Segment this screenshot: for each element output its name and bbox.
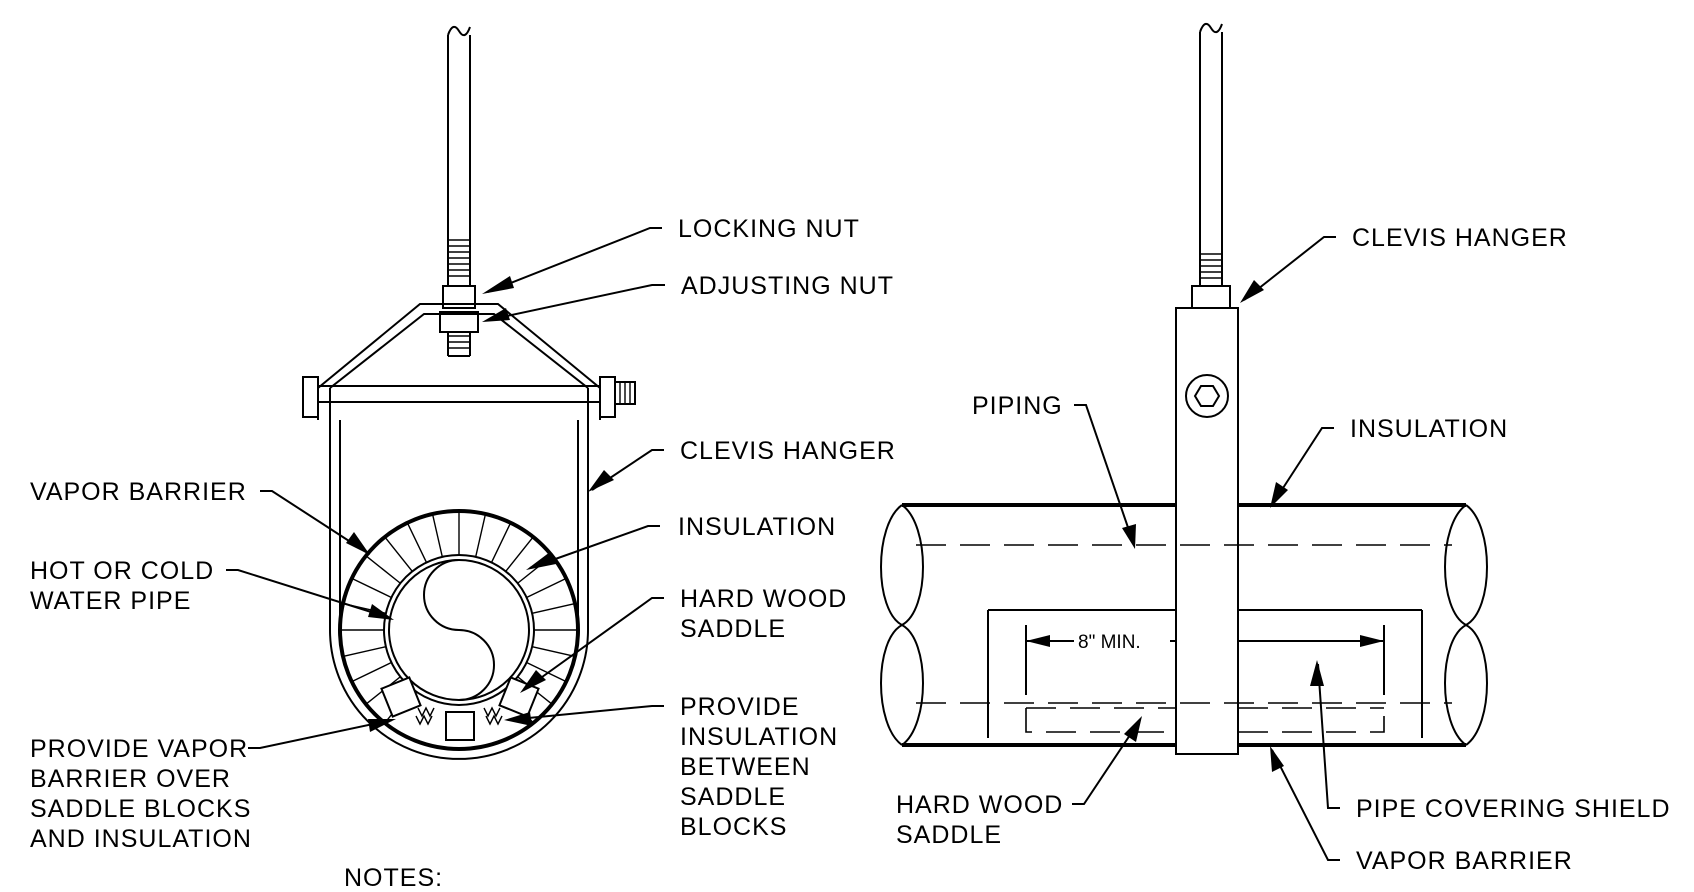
label-saddle-blocks: SADDLE BLOCKS <box>30 795 251 823</box>
label-hard-wood-right: HARD WOOD <box>896 791 1063 819</box>
hard-wood-saddle-hidden <box>1025 707 1385 733</box>
label-vapor-barrier-right: VAPOR BARRIER <box>1356 847 1573 875</box>
label-dimension: 8" MIN. <box>1078 632 1141 653</box>
left-leaders <box>226 227 665 749</box>
insulation-segment-line <box>351 661 392 683</box>
right-text-labels: CLEVIS HANGER PIPING INSULATION 8" MIN. … <box>896 224 1671 875</box>
hex-bolt <box>1185 374 1229 418</box>
left-text-labels: LOCKING NUT ADJUSTING NUT CLEVIS HANGER … <box>30 215 896 853</box>
saddle-blocks <box>380 676 540 741</box>
water-pipe <box>388 559 530 701</box>
label-saddle-right: SADDLE <box>896 821 1002 849</box>
insulation-segment-line <box>365 555 401 584</box>
label-hard-wood: HARD WOOD <box>680 585 847 613</box>
locking-nut <box>442 285 476 309</box>
insulation-segment-line <box>351 577 392 599</box>
label-and-insulation: AND INSULATION <box>30 825 252 853</box>
insulation-segment-line <box>475 513 487 558</box>
insulation-segment-line <box>526 661 567 683</box>
pipe-covering-shield <box>987 609 1423 738</box>
label-piping: PIPING <box>972 392 1063 420</box>
label-clevis-hanger-right: CLEVIS HANGER <box>1352 224 1568 252</box>
cross-bolt <box>302 376 636 418</box>
label-water-pipe: WATER PIPE <box>30 587 191 615</box>
insulated-pipe <box>880 503 1488 747</box>
dimension-8in-min <box>1025 625 1385 695</box>
label-blocks: BLOCKS <box>680 813 787 841</box>
left-section-view <box>302 25 636 760</box>
insulation-segment-line <box>342 646 387 658</box>
clevis-strap-right <box>1175 307 1239 755</box>
label-barrier-over: BARRIER OVER <box>30 765 231 793</box>
label-pipe-covering-shield: PIPE COVERING SHIELD <box>1356 795 1671 823</box>
hanger-rod <box>447 25 471 357</box>
notes-title: NOTES: <box>344 864 443 892</box>
adjusting-nut <box>439 311 479 333</box>
label-adjusting-nut: ADJUSTING NUT <box>681 272 894 300</box>
insulation-segment-line <box>406 522 428 563</box>
insulation-segment-line <box>531 602 576 614</box>
label-insulation-2: INSULATION <box>680 723 838 751</box>
insulation-segment-line <box>531 646 576 658</box>
insulation-segment-line <box>526 577 567 599</box>
label-provide-vapor: PROVIDE VAPOR <box>30 735 248 763</box>
label-locking-nut: LOCKING NUT <box>678 215 860 243</box>
label-hot-or-cold: HOT OR COLD <box>30 557 214 585</box>
label-saddle: SADDLE <box>680 615 786 643</box>
insulation-segment-line <box>505 536 534 572</box>
right-leaders <box>1072 236 1340 861</box>
label-provide: PROVIDE <box>680 693 800 721</box>
label-clevis-hanger: CLEVIS HANGER <box>680 437 896 465</box>
label-saddle-2: SADDLE <box>680 783 786 811</box>
label-insulation-right: INSULATION <box>1350 415 1508 443</box>
right-elevation-view <box>880 22 1488 755</box>
insulation-segment-line <box>384 536 413 572</box>
label-insulation: INSULATION <box>678 513 836 541</box>
insulation-segment-line <box>431 513 443 558</box>
hanger-rod-right <box>1191 22 1231 309</box>
label-between: BETWEEN <box>680 753 811 781</box>
insulation-segment-line <box>490 522 512 563</box>
label-vapor-barrier: VAPOR BARRIER <box>30 478 247 506</box>
